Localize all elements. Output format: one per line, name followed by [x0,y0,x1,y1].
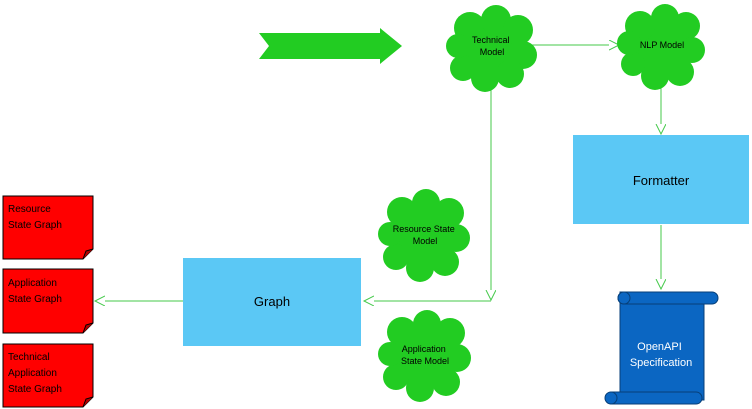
formatter-box: Formatter [573,135,749,224]
openapi-specification-scroll: OpenAPI Specification [604,291,719,405]
resource-state-model-label-line2: Model [413,236,438,246]
application-state-graph-label-line2: State Graph [8,294,62,305]
technical-application-state-graph-label-line3: State Graph [8,384,62,395]
graph-box: Graph [183,258,361,346]
svg-text:Technical Model: Technical Model [472,35,512,57]
application-state-graph-note: Application State Graph [2,268,94,334]
technical-model-label-line2: Model [480,47,505,57]
technical-model-cloud: Technical Model [446,5,537,92]
svg-text:NLP Model: NLP Model [640,40,684,50]
technical-application-state-graph-label-line2: Application [8,368,57,379]
formatter-label: Formatter [633,173,690,188]
openapi-label-line1: OpenAPI [637,341,682,353]
openapi-label-line2: Specification [630,357,692,369]
svg-text:Resource State Graph: Resource State Graph [8,204,62,231]
flow-direction-arrow [259,28,402,64]
technical-application-state-graph-note: Technical Application State Graph [2,343,94,408]
resource-state-graph-label-line2: State Graph [8,220,62,231]
svg-text:OpenAPI Specification: OpenAPI Specification [630,341,692,369]
svg-text:Application State Graph: Application State Graph [8,278,62,305]
application-state-model-label-line2: State Model [401,356,449,366]
svg-text:Application State Model: Application State Model [401,344,449,366]
nlp-model-label: NLP Model [640,40,684,50]
application-state-graph-label-line1: Application [8,278,57,289]
technical-application-state-graph-label-line1: Technical [8,352,50,363]
svg-text:Resource State Model: Resource State Model [393,224,458,246]
graph-label: Graph [254,294,290,309]
resource-state-graph-label-line1: Resource [8,204,51,215]
svg-text:Technical Application: Technical Application State Graph [8,352,62,395]
nlp-model-cloud: NLP Model [617,4,705,90]
resource-state-model-label-line1: Resource State [393,224,455,234]
application-state-model-cloud: Application State Model [378,310,471,402]
application-state-model-label-line1: Application [402,344,446,354]
resource-state-graph-note: Resource State Graph [2,195,94,260]
technical-model-label-line1: Technical [472,35,510,45]
resource-state-model-cloud: Resource State Model [378,189,470,282]
